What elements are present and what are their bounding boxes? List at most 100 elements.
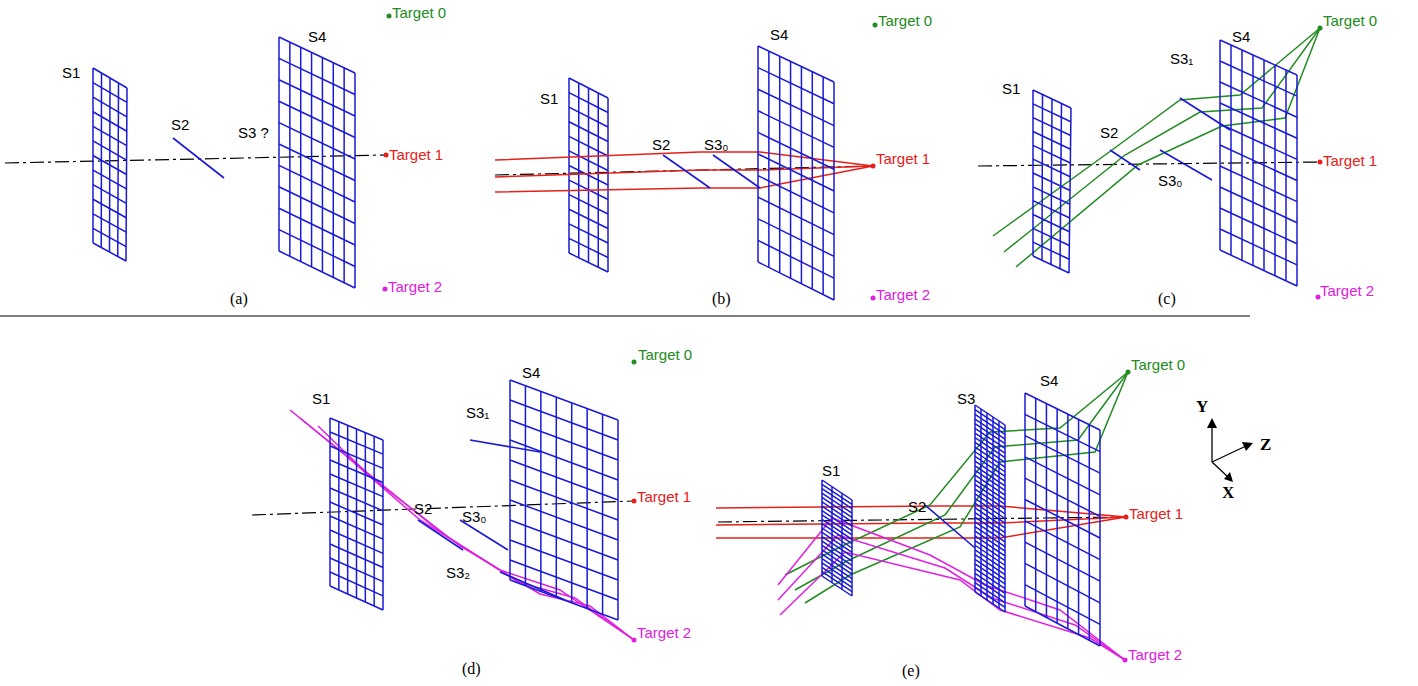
surface-grid bbox=[510, 420, 618, 460]
surface-grid bbox=[279, 208, 355, 245]
axis-arrow bbox=[1212, 462, 1228, 477]
surface-grid bbox=[1220, 208, 1297, 244]
surface-grid bbox=[330, 530, 383, 553]
surface-label: S3₀ bbox=[462, 508, 487, 525]
surface-grid bbox=[1033, 132, 1071, 150]
separator bbox=[0, 316, 1250, 317]
surface-grid bbox=[822, 537, 852, 557]
mirror-s2 bbox=[663, 155, 710, 188]
surface-grid bbox=[279, 58, 355, 94]
surface-grid bbox=[975, 587, 1005, 607]
target-label: Target 0 bbox=[1323, 12, 1377, 29]
surface-label: S3₁ bbox=[466, 404, 489, 421]
target-point bbox=[383, 287, 388, 292]
surface-label: S1 bbox=[822, 462, 840, 479]
surface-label: S3₀ bbox=[704, 136, 729, 153]
arrow-head bbox=[1224, 472, 1233, 482]
surface-grid bbox=[510, 480, 618, 520]
target-point bbox=[871, 164, 876, 169]
mirror-s2 bbox=[173, 138, 224, 178]
mirror-s3 bbox=[713, 155, 760, 188]
surface-grid bbox=[1025, 563, 1100, 602]
surface-grid bbox=[569, 195, 608, 214]
target-point bbox=[632, 499, 637, 504]
target-point bbox=[873, 23, 878, 28]
surface-grid bbox=[1220, 250, 1297, 286]
surface-label: S3₀ bbox=[1158, 172, 1183, 189]
surface-grid bbox=[1033, 242, 1069, 259]
target-label: Target 0 bbox=[878, 12, 932, 29]
ray bbox=[778, 535, 1125, 660]
optical-axis bbox=[978, 162, 1320, 166]
surface-grid bbox=[1220, 40, 1297, 75]
surface-grid bbox=[510, 560, 618, 600]
surface-label: S2 bbox=[171, 116, 189, 133]
surface-grid bbox=[1033, 256, 1069, 273]
surface-grid bbox=[1025, 500, 1100, 539]
surface-grid bbox=[822, 545, 852, 565]
surface-label: S4 bbox=[1232, 28, 1250, 45]
surface-grid bbox=[93, 243, 126, 261]
surface-grid bbox=[822, 567, 852, 587]
surface-label: S2 bbox=[1100, 124, 1118, 141]
surface-grid bbox=[822, 550, 852, 570]
optical-axis bbox=[252, 501, 634, 515]
surface-grid bbox=[822, 524, 852, 544]
surface-grid bbox=[279, 123, 355, 159]
target-point bbox=[1123, 658, 1128, 663]
target-point bbox=[387, 14, 392, 19]
surface-grid bbox=[822, 532, 852, 552]
surface-label: S4 bbox=[770, 26, 788, 43]
surface-grid bbox=[510, 580, 618, 620]
surface-grid bbox=[822, 480, 852, 500]
surface-grid bbox=[1033, 173, 1070, 191]
mirror-s2 bbox=[1110, 150, 1140, 170]
surface-label: S1 bbox=[540, 90, 558, 107]
panel-label: (d) bbox=[462, 660, 481, 677]
surface-grid bbox=[279, 144, 355, 181]
surface-grid bbox=[330, 446, 383, 468]
surface-grid bbox=[330, 502, 383, 525]
surface-label: S3 bbox=[957, 390, 975, 407]
surface-grid bbox=[1220, 229, 1297, 265]
surface-grid bbox=[93, 170, 126, 189]
target-point bbox=[871, 296, 876, 301]
surface-grid bbox=[279, 187, 355, 224]
surface-grid bbox=[1033, 145, 1070, 163]
target-label: Target 1 bbox=[1129, 505, 1183, 522]
surface-grid bbox=[330, 418, 383, 440]
mirror-s2 bbox=[925, 505, 975, 548]
surface-grid bbox=[1220, 187, 1297, 223]
target-point bbox=[1316, 295, 1321, 300]
target-point bbox=[1126, 370, 1131, 375]
surface-grid bbox=[93, 228, 126, 246]
surface-grid bbox=[279, 101, 355, 137]
surface-grid bbox=[330, 516, 383, 539]
surface-grid bbox=[569, 238, 608, 257]
surface-grid bbox=[822, 506, 852, 526]
target-label: Target 1 bbox=[876, 150, 930, 167]
surface-grid bbox=[569, 151, 608, 171]
target-point bbox=[1318, 26, 1323, 31]
surface-grid bbox=[330, 432, 383, 454]
surface-grid bbox=[1025, 542, 1100, 581]
surface-grid bbox=[510, 500, 618, 540]
surface-label: S1 bbox=[62, 64, 80, 81]
surface-grid bbox=[1033, 187, 1070, 204]
surface-label: S4 bbox=[1040, 372, 1058, 389]
surface-grid bbox=[822, 563, 852, 583]
target-label: Target 1 bbox=[637, 488, 691, 505]
target-label: Target 0 bbox=[392, 4, 446, 21]
surface-grid bbox=[510, 400, 618, 440]
surface-grid bbox=[1025, 436, 1100, 474]
surface-grid bbox=[1220, 103, 1297, 138]
surface-grid bbox=[1033, 215, 1070, 232]
surface-grid bbox=[1025, 478, 1100, 516]
panel-label: (a) bbox=[230, 290, 248, 307]
surface-label: S1 bbox=[1002, 80, 1020, 97]
surface-grid bbox=[510, 440, 618, 480]
surface-grid bbox=[1033, 201, 1070, 218]
ray bbox=[805, 372, 1128, 603]
target-label: Target 1 bbox=[389, 146, 443, 163]
